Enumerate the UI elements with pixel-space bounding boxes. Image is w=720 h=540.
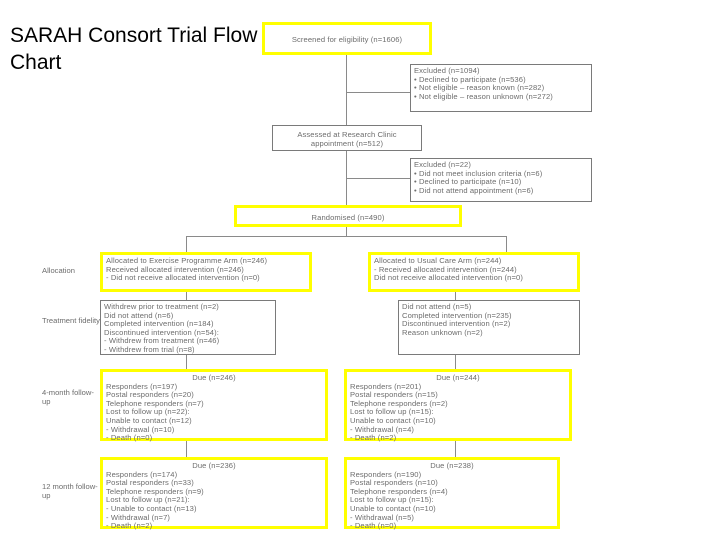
node-excluded-clinic-line-3: • Declined to participate (n=10) [414, 178, 522, 187]
node-followup12-usual-care-line-3: Postal responders (n=10) [350, 479, 438, 488]
stage-label-treatment-fidelity: Treatment fidelity [42, 316, 102, 325]
node-excluded-clinic-line-4: • Did not attend appointment (n=6) [414, 186, 534, 195]
node-followup4-exercise-line-2: Responders (n=197) [106, 382, 178, 391]
node-excluded-screening-line-3: • Not eligible – reason known (n=282) [414, 84, 545, 93]
node-excluded-clinic-line-2: • Did not meet inclusion criteria (n=6) [414, 169, 543, 178]
node-fidelity-usual-care-line-4: Reason unknown (n=2) [402, 328, 483, 337]
node-followup12-exercise-line-4: Telephone responders (n=9) [106, 487, 204, 496]
node-followup12-usual-care-line-7: - Withdrawal (n=5) [350, 513, 415, 522]
node-followup12-usual-care-line-4: Telephone responders (n=4) [350, 487, 448, 496]
connector-alloc-right-to-fidelity [455, 292, 456, 300]
node-allocated-usual-care-line-3: Did not receive allocated intervention (… [374, 274, 523, 283]
node-fidelity-exercise-line-3: Completed intervention (n=184) [104, 320, 214, 329]
node-assessed-line-2: appointment (n=512) [310, 139, 384, 148]
node-excluded-screening: Excluded (n=1094) • Declined to particip… [410, 64, 592, 112]
node-followup12-exercise-line-6: - Unable to contact (n=13) [106, 504, 197, 513]
node-allocated-exercise-line-1: Allocated to Exercise Programme Arm (n=2… [106, 257, 268, 265]
page-title: SARAH Consort Trial Flow Chart [10, 24, 258, 74]
node-allocated-exercise-line-3: - Did not receive allocated intervention… [106, 274, 260, 283]
node-screened: Screened for eligibility (n=1606) [262, 22, 432, 55]
connector-screened-to-excluded [346, 92, 410, 93]
node-allocated-exercise-line-2: Received allocated intervention (n=246) [106, 265, 244, 274]
node-followup4-usual-care: Due (n=244) Responders (n=201) Postal re… [344, 369, 572, 443]
node-followup12-exercise: Due (n=236) Responders (n=174) Postal re… [100, 457, 328, 531]
node-fidelity-exercise-line-5: - Withdrew from treatment (n=46) [104, 337, 220, 346]
connector-split-right [506, 236, 507, 252]
node-followup4-usual-care-line-3: Postal responders (n=15) [350, 391, 438, 400]
node-assessed: Assessed at Research Clinic appointment … [272, 125, 422, 151]
node-followup4-exercise-line-5: Lost to follow up (n=22): [106, 408, 190, 417]
node-followup4-usual-care-line-7: - Withdrawal (n=4) [350, 425, 415, 434]
node-excluded-screening-line-1: Excluded (n=1094) [414, 67, 480, 75]
node-followup12-usual-care: Due (n=238) Responders (n=190) Postal re… [344, 457, 560, 531]
node-excluded-screening-line-4: • Not eligible – reason unknown (n=272) [414, 92, 553, 101]
connector-fu4-right-to-fu12 [455, 441, 456, 457]
node-followup4-exercise-line-8: - Death (n=0) [106, 434, 153, 443]
node-followup12-exercise-line-7: - Withdrawal (n=7) [106, 513, 171, 522]
node-followup12-usual-care-line-8: - Death (n=0) [350, 522, 397, 531]
node-allocated-usual-care-line-2: - Received allocated intervention (n=244… [374, 265, 517, 274]
node-fidelity-exercise: Withdrew prior to treatment (n=2) Did no… [100, 300, 276, 355]
node-followup12-usual-care-line-1: Due (n=238) [430, 462, 474, 470]
node-followup4-exercise: Due (n=246) Responders (n=197) Postal re… [100, 369, 328, 443]
node-followup4-exercise-line-7: - Withdrawal (n=10) [106, 425, 175, 434]
node-followup12-exercise-line-5: Lost to follow up (n=21): [106, 496, 190, 505]
node-followup4-usual-care-line-2: Responders (n=201) [350, 382, 422, 391]
node-followup12-usual-care-line-5: Lost to follow up (n=15): [350, 496, 434, 505]
connector-fidelity-right-to-fu4 [455, 355, 456, 369]
node-followup4-exercise-line-4: Telephone responders (n=7) [106, 399, 204, 408]
node-followup12-exercise-line-8: - Death (n=2) [106, 522, 153, 531]
connector-randomised-down [346, 226, 347, 236]
node-followup12-usual-care-line-6: Unable to contact (n=10) [350, 504, 436, 513]
node-followup4-usual-care-line-6: Unable to contact (n=10) [350, 416, 436, 425]
connector-randomise-split [186, 236, 506, 237]
stage-label-followup-4-month: 4-month follow-up [42, 388, 94, 406]
connector-fidelity-left-to-fu4 [186, 355, 187, 369]
stage-label-treatment-fidelity-text: Treatment fidelity [42, 316, 100, 325]
node-followup12-exercise-line-3: Postal responders (n=33) [106, 479, 194, 488]
node-allocated-exercise: Allocated to Exercise Programme Arm (n=2… [100, 252, 312, 292]
node-allocated-usual-care: Allocated to Usual Care Arm (n=244) - Re… [368, 252, 580, 292]
node-followup12-exercise-line-2: Responders (n=174) [106, 470, 178, 479]
node-screened-line-1: Screened for eligibility (n=1606) [291, 36, 403, 44]
node-followup4-exercise-line-1: Due (n=246) [192, 374, 236, 382]
node-randomised-line-1: Randomised (n=490) [311, 214, 385, 222]
node-excluded-clinic-line-1: Excluded (n=22) [414, 161, 472, 169]
connector-fu4-left-to-fu12 [186, 441, 187, 457]
node-allocated-usual-care-line-1: Allocated to Usual Care Arm (n=244) [374, 257, 502, 265]
node-followup4-exercise-line-6: Unable to contact (n=12) [106, 416, 192, 425]
node-excluded-screening-line-2: • Declined to participate (n=536) [414, 75, 526, 84]
node-randomised: Randomised (n=490) [234, 205, 462, 227]
node-followup4-usual-care-line-8: - Death (n=2) [350, 434, 397, 443]
node-fidelity-usual-care-line-2: Completed intervention (n=235) [402, 311, 512, 320]
node-followup12-usual-care-line-2: Responders (n=190) [350, 470, 422, 479]
node-fidelity-exercise-line-6: - Withdrew from trial (n=8) [104, 345, 195, 354]
node-fidelity-exercise-line-4: Discontinued intervention (n=54): [104, 328, 219, 337]
stage-label-allocation: Allocation [42, 266, 75, 275]
node-fidelity-usual-care-line-3: Discontinued intervention (n=2) [402, 320, 511, 329]
connector-assessed-to-excluded [346, 178, 410, 179]
connector-screened-to-assessed [346, 55, 347, 125]
node-followup4-usual-care-line-4: Telephone responders (n=2) [350, 399, 448, 408]
node-followup4-usual-care-line-5: Lost to follow up (n=15): [350, 408, 434, 417]
node-followup12-exercise-line-1: Due (n=236) [192, 462, 236, 470]
stage-label-followup-12-month: 12 month follow-up [42, 482, 98, 500]
connector-alloc-left-to-fidelity [186, 292, 187, 300]
node-fidelity-usual-care-line-1: Did not attend (n=5) [402, 303, 472, 311]
node-excluded-clinic: Excluded (n=22) • Did not meet inclusion… [410, 158, 592, 202]
node-followup4-exercise-line-3: Postal responders (n=20) [106, 391, 194, 400]
node-fidelity-exercise-line-2: Did not attend (n=6) [104, 311, 174, 320]
connector-split-left [186, 236, 187, 252]
node-fidelity-usual-care: Did not attend (n=5) Completed intervent… [398, 300, 580, 355]
node-assessed-line-1: Assessed at Research Clinic [297, 131, 397, 139]
node-followup4-usual-care-line-1: Due (n=244) [436, 374, 480, 382]
node-fidelity-exercise-line-1: Withdrew prior to treatment (n=2) [104, 303, 219, 311]
